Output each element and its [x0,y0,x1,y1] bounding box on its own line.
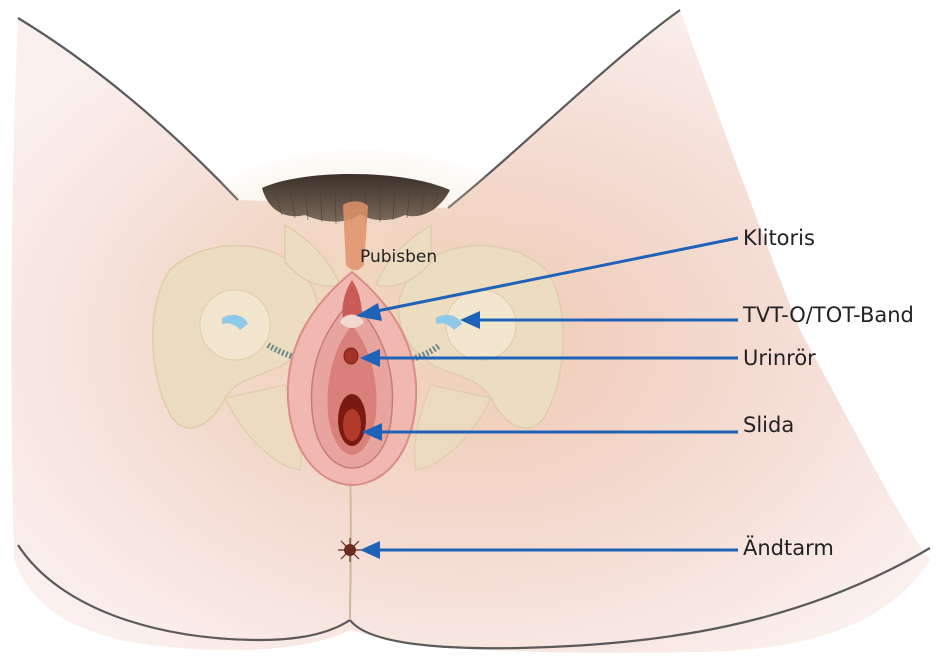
vagina-inner [343,409,361,441]
label-slida: Slida [743,413,794,437]
urethra-shape [344,348,358,364]
label-tvt-band: TVT-O/TOT-Band [742,303,914,327]
label-andtarm: Ändtarm [743,535,834,560]
label-pubisben: Pubisben [360,247,437,267]
label-urinror: Urinrör [743,346,816,370]
anus-shape [338,538,362,562]
label-klitoris: Klitoris [743,226,815,250]
